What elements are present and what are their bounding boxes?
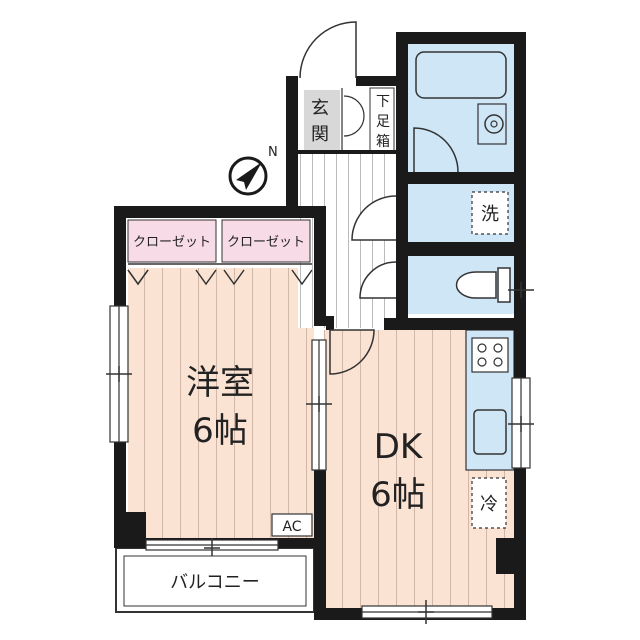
front-door-swing: [299, 21, 357, 79]
burner-3: [477, 357, 487, 367]
sink-box: [477, 103, 507, 145]
entrance-label-1: 玄: [311, 98, 329, 119]
window-marks: [106, 282, 534, 624]
washroom-door-swing: [351, 195, 397, 241]
fridge-spot: [471, 477, 507, 529]
bathtub: [415, 51, 507, 99]
burner-2: [493, 343, 503, 353]
washer-label: 洗: [481, 204, 499, 225]
burner-4: [493, 357, 503, 367]
closet-right-area: [221, 219, 311, 263]
compass: N: [228, 145, 278, 196]
dk-door-swing: [329, 329, 375, 375]
western-room-name: 洋室: [186, 363, 254, 403]
dk-size: 6帖: [370, 475, 426, 515]
western-room-size: 6帖: [192, 411, 248, 451]
entrance-door-swing: [343, 95, 365, 137]
shoe-box-label-2: 足: [376, 114, 390, 130]
compass-north-label: N: [268, 145, 278, 160]
sink-drain: [490, 120, 498, 128]
sink-basin: [484, 114, 504, 134]
toilet-bowl: [455, 271, 497, 299]
washer-spot: [471, 191, 509, 235]
western-room-floor: [128, 268, 314, 538]
shoe-box-label-3: 箱: [376, 134, 390, 150]
ac-label: AC: [282, 519, 301, 535]
bathroom-door-swing: [413, 127, 459, 173]
closet-door-marks-right: [291, 269, 313, 286]
closet-right-label: クローゼット: [227, 235, 305, 250]
ac-box: [271, 513, 313, 537]
closet-left-label: クローゼット: [133, 235, 211, 250]
balcony-inner: [123, 555, 307, 607]
toilet-tank: [497, 267, 511, 303]
burner-1: [477, 343, 487, 353]
closet-left-area: [127, 219, 217, 263]
shoe-box-label-1: 下: [376, 94, 390, 110]
toilet-door-swing: [359, 261, 397, 299]
kitchen-sink: [473, 409, 507, 455]
closet-door-marks-mid2: [223, 269, 245, 286]
closet-door-marks-left: [127, 269, 149, 286]
dk-name: DK: [374, 427, 424, 467]
closet-door-marks-mid: [195, 269, 217, 286]
fridge-label: 冷: [480, 494, 498, 515]
balcony-label: バルコニー: [170, 572, 260, 593]
shoe-box-area: [369, 87, 395, 153]
entrance-label-2: 関: [311, 124, 329, 145]
compass-arrow-icon: [236, 162, 262, 190]
stove: [471, 337, 509, 373]
entrance-floor: [304, 90, 340, 150]
